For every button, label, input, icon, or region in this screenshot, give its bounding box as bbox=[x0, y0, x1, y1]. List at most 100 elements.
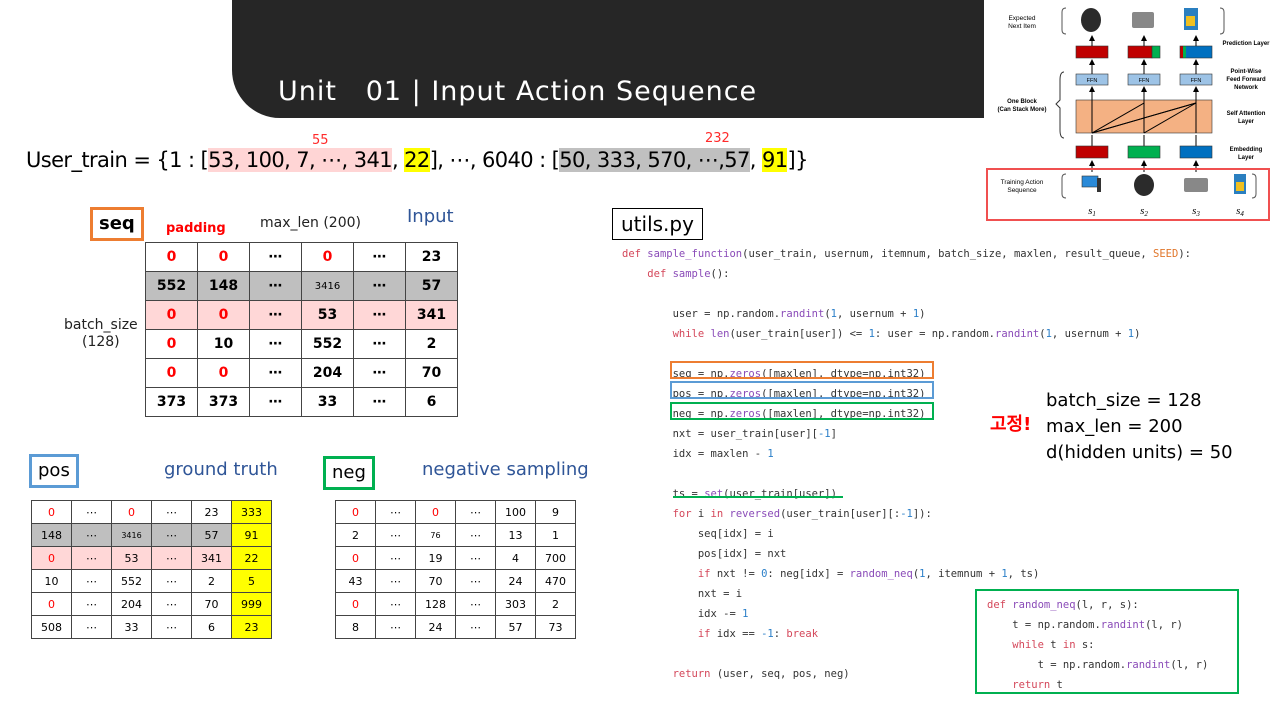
seq-label: seq bbox=[90, 207, 144, 241]
table-cell: 33 bbox=[111, 615, 152, 639]
pos-table: 0 ⋯ 0 ⋯ 23 333 148 ⋯ 3416 ⋯ 57 91 0 ⋯ 53… bbox=[31, 500, 272, 639]
table-cell: 23 bbox=[405, 242, 458, 272]
table-cell: ⋯ bbox=[353, 329, 406, 359]
table-row: 552 148 ⋯ 3416 ⋯ 57 bbox=[145, 271, 458, 301]
fixed-label: 고정! bbox=[990, 414, 1032, 435]
code-line: ts = set(user_train[user]) bbox=[622, 488, 837, 500]
table-cell: ⋯ bbox=[151, 592, 192, 616]
table-cell: 57 bbox=[405, 271, 458, 301]
expected-next-item-label: Expected bbox=[1008, 15, 1035, 22]
table-cell: ⋯ bbox=[375, 546, 416, 570]
code-line: def sample_function(user_train, usernum,… bbox=[622, 248, 1191, 260]
table-cell: ⋯ bbox=[455, 546, 496, 570]
code-line: nxt = i bbox=[622, 588, 743, 600]
code-line: seq[idx] = i bbox=[622, 528, 774, 540]
printer-icon bbox=[1184, 178, 1208, 192]
table-cell: 0 bbox=[197, 300, 250, 330]
code-line: nxt = user_train[user][-1] bbox=[622, 428, 837, 440]
table-cell: 43 bbox=[335, 569, 376, 593]
table-cell: 552 bbox=[145, 271, 198, 301]
table-cell: 0 bbox=[301, 242, 354, 272]
table-cell: 53 bbox=[111, 546, 152, 570]
table-cell: 333 bbox=[231, 500, 272, 524]
table-cell: 8 bbox=[335, 615, 376, 639]
table-cell: ⋯ bbox=[375, 569, 416, 593]
input-label: Input bbox=[407, 206, 454, 227]
table-cell: ⋯ bbox=[455, 569, 496, 593]
svg-text:Sequence: Sequence bbox=[1007, 187, 1037, 194]
table-cell: ⋯ bbox=[353, 358, 406, 388]
table-cell: 1 bbox=[535, 523, 576, 547]
table-cell: 24 bbox=[415, 615, 456, 639]
table-cell: 2 bbox=[335, 523, 376, 547]
table-cell: 204 bbox=[301, 358, 354, 388]
svg-text:FFN: FFN bbox=[1087, 78, 1098, 84]
mouse-icon bbox=[1134, 174, 1154, 196]
ground-truth-caption: ground truth bbox=[164, 459, 278, 480]
table-cell: 128 bbox=[415, 592, 456, 616]
table-row: 0 ⋯ 0 ⋯ 100 9 bbox=[335, 500, 576, 524]
params-list: batch_size = 128 max_len = 200 d(hidden … bbox=[1046, 388, 1233, 466]
table-cell: 0 bbox=[145, 242, 198, 272]
table-cell: 373 bbox=[145, 387, 198, 417]
table-cell: 70 bbox=[415, 569, 456, 593]
user6040-length-annotation: 232 bbox=[705, 131, 730, 146]
table-cell: 33 bbox=[301, 387, 354, 417]
table-row: 43 ⋯ 70 ⋯ 24 470 bbox=[335, 569, 576, 593]
training-sequence-frame bbox=[986, 168, 1270, 221]
svg-text:FFN: FFN bbox=[1139, 78, 1150, 84]
table-cell: 0 bbox=[31, 546, 72, 570]
code-block: def sample_function(user_train, usernum,… bbox=[622, 244, 1191, 684]
ut-mid: ], ⋯, 6040 : [ bbox=[429, 148, 560, 172]
code-line: pos[idx] = nxt bbox=[622, 548, 787, 560]
table-cell: ⋯ bbox=[71, 546, 112, 570]
code-line bbox=[622, 284, 1191, 304]
table-cell: ⋯ bbox=[353, 242, 406, 272]
code-line: idx -= 1 bbox=[622, 608, 749, 620]
code-line: return (user, seq, pos, neg) bbox=[672, 668, 850, 680]
table-cell: ⋯ bbox=[455, 615, 496, 639]
table-cell: ⋯ bbox=[353, 300, 406, 330]
table-row: 0 ⋯ 53 ⋯ 341 22 bbox=[31, 546, 272, 570]
table-cell: 57 bbox=[191, 523, 232, 547]
code-line: return t bbox=[1012, 679, 1063, 691]
table-cell: ⋯ bbox=[455, 592, 496, 616]
table-cell: 9 bbox=[535, 500, 576, 524]
table-cell: ⋯ bbox=[71, 500, 112, 524]
svg-text:Next Item: Next Item bbox=[1008, 23, 1036, 30]
table-cell: ⋯ bbox=[375, 500, 416, 524]
table-cell: ⋯ bbox=[71, 615, 112, 639]
table-cell: 341 bbox=[405, 300, 458, 330]
table-cell: 0 bbox=[31, 592, 72, 616]
code-line: for i in reversed(user_train[user][:-1])… bbox=[672, 508, 932, 520]
table-cell: 53 bbox=[301, 300, 354, 330]
table-cell: ⋯ bbox=[249, 387, 302, 417]
ut-sep2: , bbox=[749, 148, 762, 172]
table-row: 0 ⋯ 204 ⋯ 70 999 bbox=[31, 592, 272, 616]
table-cell: 23 bbox=[191, 500, 232, 524]
table-cell: 0 bbox=[335, 500, 376, 524]
code-line: idx = maxlen - 1 bbox=[622, 448, 774, 460]
neg-label: neg bbox=[323, 456, 375, 490]
code-line: if nxt != 0: neg[idx] = random_neq(1, it… bbox=[697, 568, 1040, 580]
code-line: t = np.random.randint(l, r) bbox=[987, 659, 1209, 671]
table-cell: 70 bbox=[191, 592, 232, 616]
user1-last-item: 22 bbox=[404, 148, 430, 172]
user6040-items: 50, 333, 570, ⋯,57 bbox=[559, 148, 750, 172]
table-cell: ⋯ bbox=[151, 523, 192, 547]
table-cell: ⋯ bbox=[71, 592, 112, 616]
table-cell: 2 bbox=[405, 329, 458, 359]
table-row: 508 ⋯ 33 ⋯ 6 23 bbox=[31, 615, 272, 639]
batch-size-value: (128) bbox=[82, 334, 120, 350]
table-cell: 2 bbox=[191, 569, 232, 593]
page-title: Unit 01 | Input Action Sequence bbox=[278, 76, 758, 107]
svg-text:Training Action: Training Action bbox=[1001, 179, 1044, 186]
code-line: def random_neq(l, r, s): bbox=[987, 599, 1139, 611]
svg-text:Point-Wise: Point-Wise bbox=[1231, 69, 1263, 75]
seq-table: 0 0 ⋯ 0 ⋯ 23 552 148 ⋯ 3416 ⋯ 57 0 0 ⋯ 5… bbox=[145, 242, 458, 417]
code-line bbox=[622, 464, 1191, 484]
ut-suffix: ]} bbox=[787, 148, 808, 172]
table-cell: 13 bbox=[495, 523, 536, 547]
utils-file-label: utils.py bbox=[612, 208, 703, 240]
svg-text:Network: Network bbox=[1234, 85, 1258, 91]
